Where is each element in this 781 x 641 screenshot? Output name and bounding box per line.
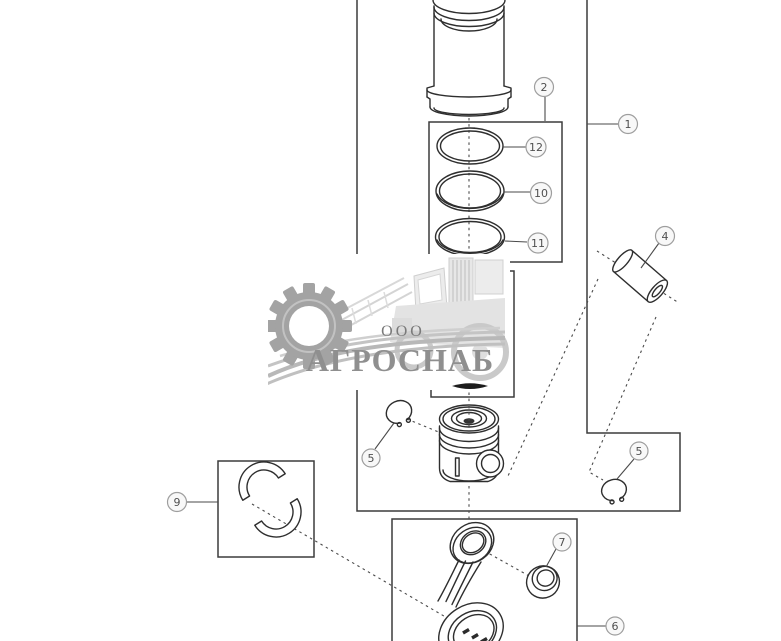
callout-12[interactable]: 12 — [503, 136, 547, 158]
bearing-box-outline — [217, 460, 315, 558]
snap-ring-right — [600, 478, 628, 505]
svg-text:12: 12 — [529, 141, 543, 154]
tractor-silhouette-art — [335, 257, 509, 381]
callout-11[interactable]: 11 — [504, 232, 549, 254]
callout-10[interactable]: 10 — [504, 181, 553, 205]
bearing-half-lower — [254, 498, 302, 538]
svg-text:6: 6 — [612, 620, 619, 633]
dash-snapring-left-to-piston — [406, 418, 442, 434]
svg-text:5: 5 — [368, 452, 375, 465]
compression-ring-middle — [435, 170, 505, 212]
pin-bushing — [525, 565, 561, 599]
watermark-company-prefix: ООО — [381, 323, 425, 340]
liner-kit-box-outline — [356, 0, 681, 512]
connecting-rod — [436, 521, 504, 641]
connecting-rod-box-outline — [391, 518, 578, 641]
gear-icon — [268, 283, 352, 369]
svg-text:9: 9 — [174, 496, 181, 509]
callouts: 1 2 12 10 11 4 5 — [166, 76, 676, 636]
callout-4[interactable]: 4 — [640, 225, 676, 269]
svg-text:4: 4 — [662, 230, 669, 243]
dash-pin-to-snapring-right — [588, 316, 657, 481]
callout-7[interactable]: 7 — [545, 532, 572, 568]
piston-ring-set — [434, 127, 506, 257]
dash-rod-to-bushing — [478, 547, 532, 578]
dash-pin-to-piston-bore — [507, 278, 599, 477]
svg-text:1: 1 — [625, 118, 632, 131]
svg-text:11: 11 — [531, 237, 545, 250]
piston-pin — [612, 249, 669, 303]
svg-text:2: 2 — [541, 81, 548, 94]
watermark-company-name: АГРОСНАБ — [306, 342, 494, 378]
callout-6[interactable]: 6 — [577, 616, 625, 636]
dash-pin-axis — [596, 250, 680, 304]
rod-big-end — [438, 602, 504, 641]
piston — [438, 404, 505, 483]
oil-control-ring — [434, 217, 506, 257]
dash-bearings-to-rod — [251, 503, 450, 620]
watermark: ООО АГРОСНАБ — [268, 254, 510, 390]
svg-text:10: 10 — [534, 187, 548, 200]
snap-ring-left — [385, 399, 413, 428]
callout-1[interactable]: 1 — [587, 113, 639, 135]
compression-ring-top — [436, 127, 504, 165]
bearing-half-upper — [238, 461, 286, 501]
hidden-ring-edge — [452, 383, 488, 389]
callout-2[interactable]: 2 — [533, 76, 555, 122]
callout-9[interactable]: 9 — [166, 491, 219, 513]
callout-5-right[interactable]: 5 — [616, 441, 649, 480]
svg-text:7: 7 — [559, 536, 566, 549]
svg-text:5: 5 — [636, 445, 643, 458]
callout-5-left[interactable]: 5 — [361, 422, 395, 468]
cylinder-liner — [426, 0, 512, 117]
